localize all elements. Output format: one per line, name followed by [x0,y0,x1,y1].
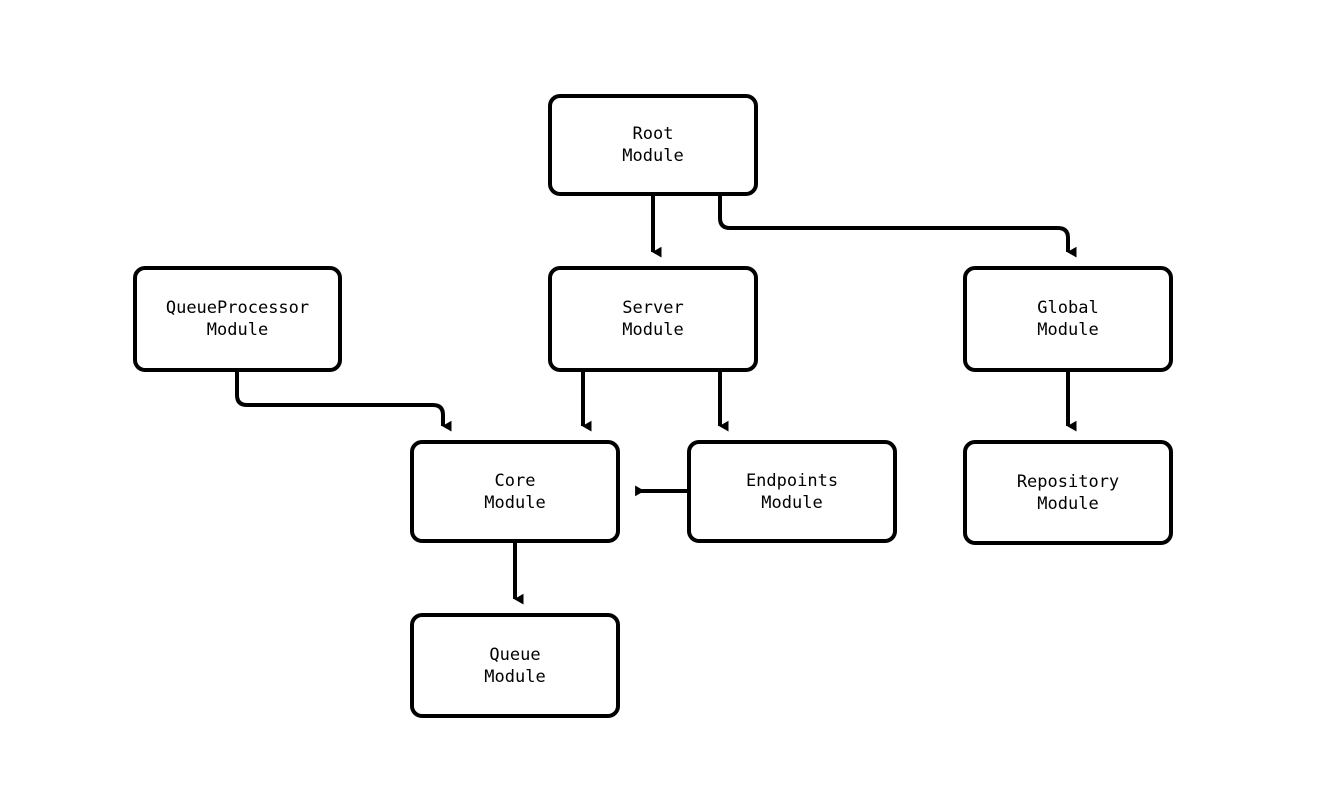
node-root-module[interactable]: Root Module [548,94,758,196]
edge-queueprocessor-to-core [235,372,452,432]
node-core-module-label: Core Module [484,470,546,513]
node-server-module-label: Server Module [622,298,684,340]
edge-root-to-global [718,196,1077,258]
node-global-module[interactable]: Global Module [963,266,1173,372]
node-core-module[interactable]: Core Module [410,440,620,543]
node-endpoints-module-label: Endpoints Module [745,470,839,513]
node-global-module-label: Global Module [1037,298,1099,340]
node-server-module[interactable]: Server Module [548,266,758,372]
node-repository-module-label: Repository Module [1016,471,1120,514]
node-root-module-label: Root Module [622,124,684,166]
node-endpoints-module[interactable]: Endpoints Module [687,440,897,543]
node-queueprocessor-module-label: QueueProcessor Module [165,298,310,340]
node-queue-module-label: Queue Module [484,644,546,687]
node-queueprocessor-module[interactable]: QueueProcessor Module [133,266,342,372]
node-repository-module[interactable]: Repository Module [963,440,1173,545]
node-queue-module[interactable]: Queue Module [410,613,620,718]
